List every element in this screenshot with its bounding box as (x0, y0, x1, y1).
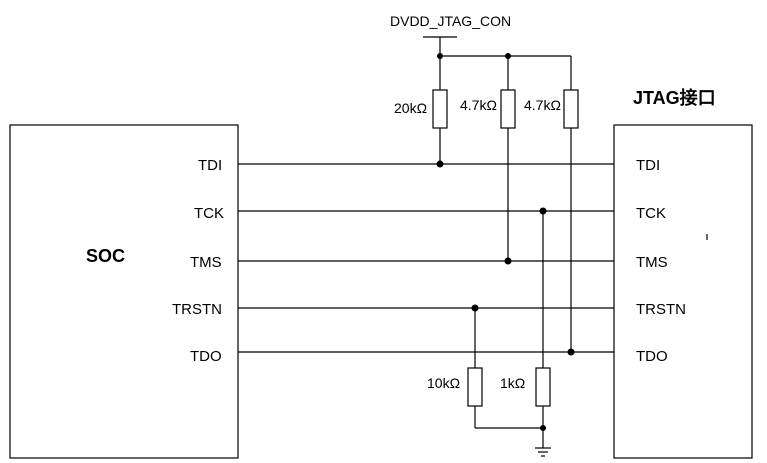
jtag-pin-tdo: TDO (636, 348, 668, 365)
jtag-pin-tdi: TDI (636, 157, 660, 174)
junction-tdi (436, 160, 444, 168)
resistor-tdo-pullup (563, 89, 579, 129)
resistor-tdi-pullup (432, 89, 448, 129)
soc-pin-tdi: TDI (198, 157, 222, 174)
power-net-label: DVDD_JTAG_CON (390, 13, 511, 29)
resistor-tms-pullup (500, 89, 516, 129)
jtag-pin-tms: TMS (636, 254, 668, 271)
resistor-tdi-value: 20kΩ (394, 100, 427, 116)
resistor-trstn-pulldown (467, 367, 483, 407)
resistor-tck-pulldown (535, 367, 551, 407)
junction-tdo (567, 348, 575, 356)
junction-rail-mid (505, 53, 511, 59)
junction-ground (540, 425, 546, 431)
soc-label: SOC (86, 246, 125, 266)
junction-tms (504, 257, 512, 265)
soc-pin-tms: TMS (190, 254, 222, 271)
junction-tck (539, 207, 547, 215)
junction-trstn (471, 304, 479, 312)
resistor-tdo-value: 4.7kΩ (524, 97, 561, 113)
resistor-tms-value: 4.7kΩ (460, 97, 497, 113)
jtag-pin-trstn: TRSTN (636, 301, 686, 318)
jtag-pin-tck: TCK (636, 205, 666, 222)
jtag-block (613, 124, 753, 459)
junction-rail-left (437, 53, 443, 59)
soc-block (9, 124, 239, 459)
soc-pin-trstn: TRSTN (172, 301, 222, 318)
jtag-label: JTAG接口 (633, 87, 716, 108)
soc-pin-tdo: TDO (190, 348, 222, 365)
soc-pin-tck: TCK (194, 205, 224, 222)
resistor-trstn-value: 10kΩ (427, 375, 460, 391)
resistor-tck-value: 1kΩ (500, 375, 525, 391)
